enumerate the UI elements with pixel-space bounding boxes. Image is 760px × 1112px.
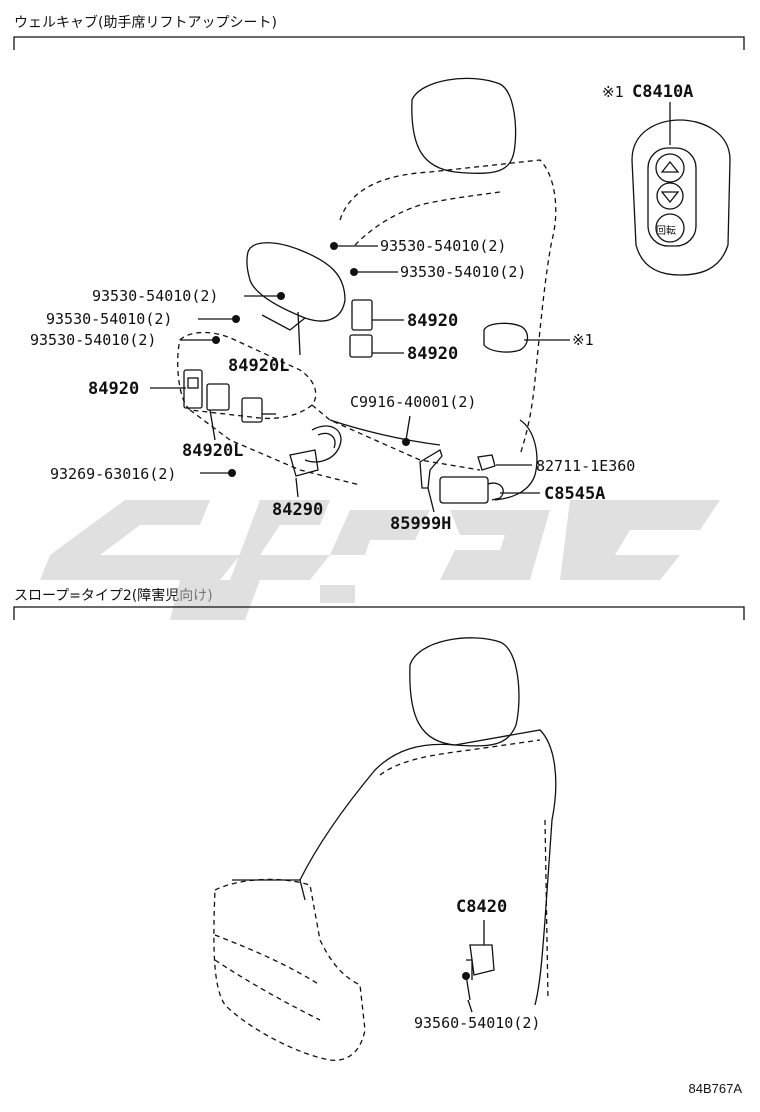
cover-84290 [289,449,319,477]
label-b1: 93530-54010(2) [380,237,506,255]
label-84920-a: 84920 [407,311,458,331]
label-c8410a: C8410A [632,82,693,102]
bolt-c9916 [402,438,410,446]
seat-cushion-lower [213,878,366,1061]
seat-backrest-lower [299,729,557,1006]
label-ref1-mid: ※1 [572,331,594,349]
drawing-id: 84B767A [688,1081,743,1096]
connector-c8545a-body [439,476,489,504]
seat-backrest-front-upper [354,191,501,246]
section-frame-top [13,36,745,50]
label-c8420: C8420 [456,897,507,917]
seat-backrest-upper [339,159,557,456]
bolt-b1 [330,242,338,250]
label-ref1-top: ※1 [602,83,624,101]
bolt-b2 [350,268,358,276]
bolt-b3 [277,292,285,300]
hinge-84920-right-bottom [349,334,373,358]
watermark-logo [40,500,720,620]
switch-ref1 [483,322,529,353]
section-title-slope: スロープ=タイプ2(障害児向け) [14,588,213,604]
label-84920l-b: 84920L [182,441,243,461]
label-c8545a: C8545A [544,484,605,504]
seat-headrest-lower [409,637,520,747]
seat-headrest-upper [411,77,517,175]
hinge-84920l-mid [206,383,230,411]
section-title-wellcab: ウェルキャブ(助手席リフトアップシート) [14,15,277,31]
bracket-c8420 [469,944,495,976]
label-remote-button: 回転 [656,225,676,237]
hinge-84920l-low [241,397,263,423]
hinge-84920-left [183,369,203,409]
bolt-93560-head [462,972,470,980]
label-85999h: 85999H [390,514,451,534]
hinge-84920-right-top [351,299,373,331]
label-b5: 93530-54010(2) [30,331,156,349]
bolt-b5 [212,336,220,344]
label-b2: 93530-54010(2) [400,263,526,281]
label-93269: 93269-63016(2) [50,465,176,483]
seat-cushion-upper [177,331,317,420]
armrest-upper [246,242,346,322]
section-frame-bottom [13,606,745,620]
label-84290: 84290 [272,500,323,520]
label-84920-b: 84920 [407,344,458,364]
label-93560: 93560-54010(2) [414,1014,540,1032]
seat-side-upper [494,419,538,501]
label-84920-c: 84920 [88,379,139,399]
bolt-b4 [232,315,240,323]
label-b3: 93530-54010(2) [92,287,218,305]
connector-82711 [477,454,496,471]
bolt-93269 [228,469,236,477]
remote-c8410a-body [631,119,731,276]
bracket-85999h [419,449,443,489]
label-84920l-a: 84920L [228,356,289,376]
label-b4: 93530-54010(2) [46,310,172,328]
label-82711: 82711-1E360 [536,457,635,475]
label-c9916: C9916-40001(2) [350,393,476,411]
